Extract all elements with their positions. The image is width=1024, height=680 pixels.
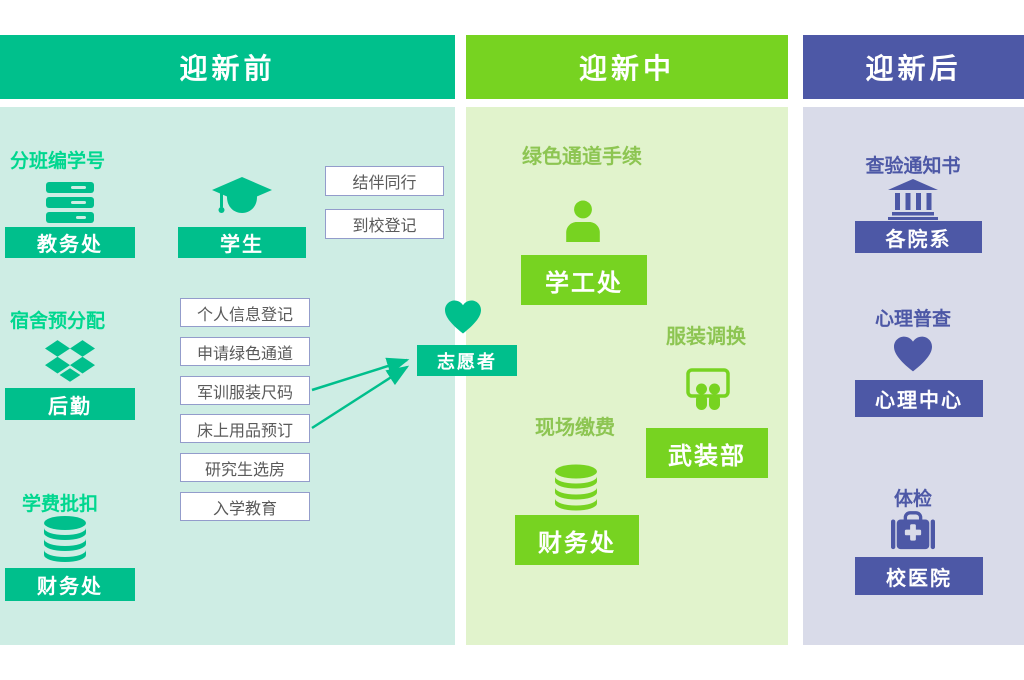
button-student-affairs-office: 学工处 [521,255,647,305]
volunteer-box: 志愿者 [417,345,517,376]
button-student: 学生 [178,227,306,258]
button-psych-center: 心理中心 [855,380,983,417]
label-tuition-deduction: 学费批扣 [22,494,99,515]
heart-icon [894,336,932,372]
task-box: 申请绿色通道 [180,337,310,366]
column-header-during: 迎新中 [466,35,788,99]
task-box: 入学教育 [180,492,310,521]
label-check-admission-letter: 查验通知书 [865,156,961,177]
database-icon [42,516,88,562]
label-dorm-preallocation: 宿舍预分配 [10,311,106,332]
label-uniform-exchange: 服装调换 [666,326,746,348]
column-header-after: 迎新后 [803,35,1024,99]
task-box: 研究生选房 [180,453,310,482]
medkit-icon [891,511,935,551]
dropbox-icon [45,340,95,384]
label-class-number-assignment: 分班编学号 [10,151,106,172]
button-finance-office-onsite: 财务处 [515,515,639,565]
task-box: 军训服装尺码 [180,376,310,405]
label-physical-exam: 体检 [893,489,932,510]
button-departments: 各院系 [855,221,982,253]
label-psych-survey: 心理普查 [874,309,951,330]
button-finance-office: 财务处 [5,568,135,601]
database-icon [553,464,599,511]
graduation-cap-icon [212,177,272,223]
column-header-before: 迎新前 [0,35,455,99]
column-body-after [803,107,1024,645]
task-box: 床上用品预订 [180,414,310,443]
button-logistics: 后勤 [5,388,135,420]
server-icon [46,182,94,224]
tag-travel-together: 结伴同行 [325,166,444,196]
task-box: 个人信息登记 [180,298,310,327]
button-academic-affairs-office: 教务处 [5,227,135,258]
person-icon [562,200,604,242]
tag-arrival-registration: 到校登记 [325,209,444,239]
button-school-hospital: 校医院 [855,557,983,595]
slideshare-icon [685,368,731,414]
heart-icon [445,300,481,334]
label-green-channel-procedure: 绿色通道手续 [522,146,642,168]
label-onsite-payment: 现场缴费 [535,417,615,439]
button-armed-forces-dept: 武装部 [646,428,768,478]
bank-icon [888,179,938,220]
